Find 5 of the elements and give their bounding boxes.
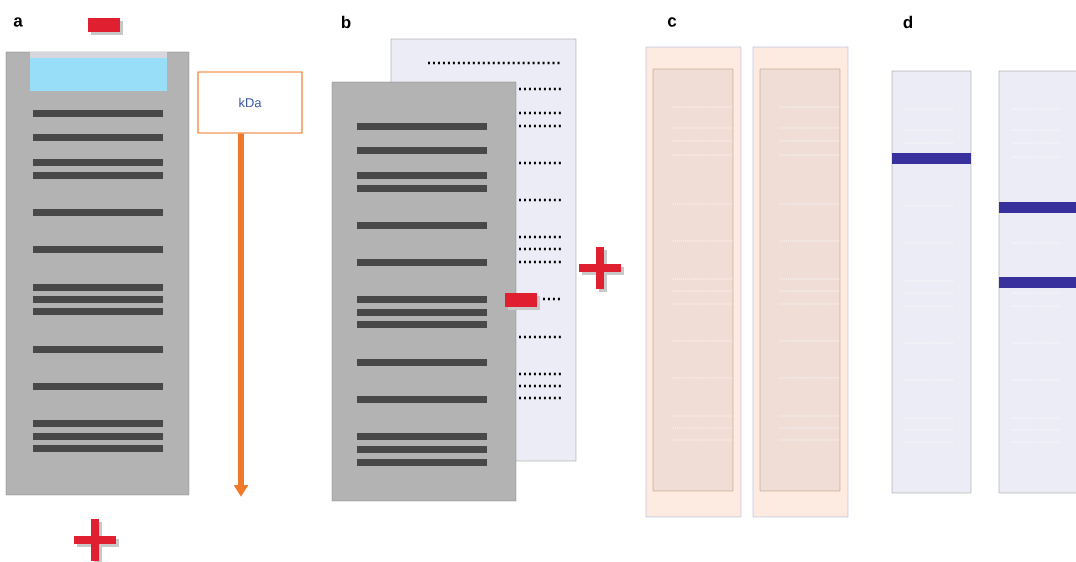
panel-letter: a — [13, 17, 23, 27]
panel-letter: d — [903, 15, 913, 29]
panel-letter: b — [341, 15, 351, 29]
text-box: kDa — [197, 71, 303, 134]
panel-letter: c — [667, 17, 677, 27]
